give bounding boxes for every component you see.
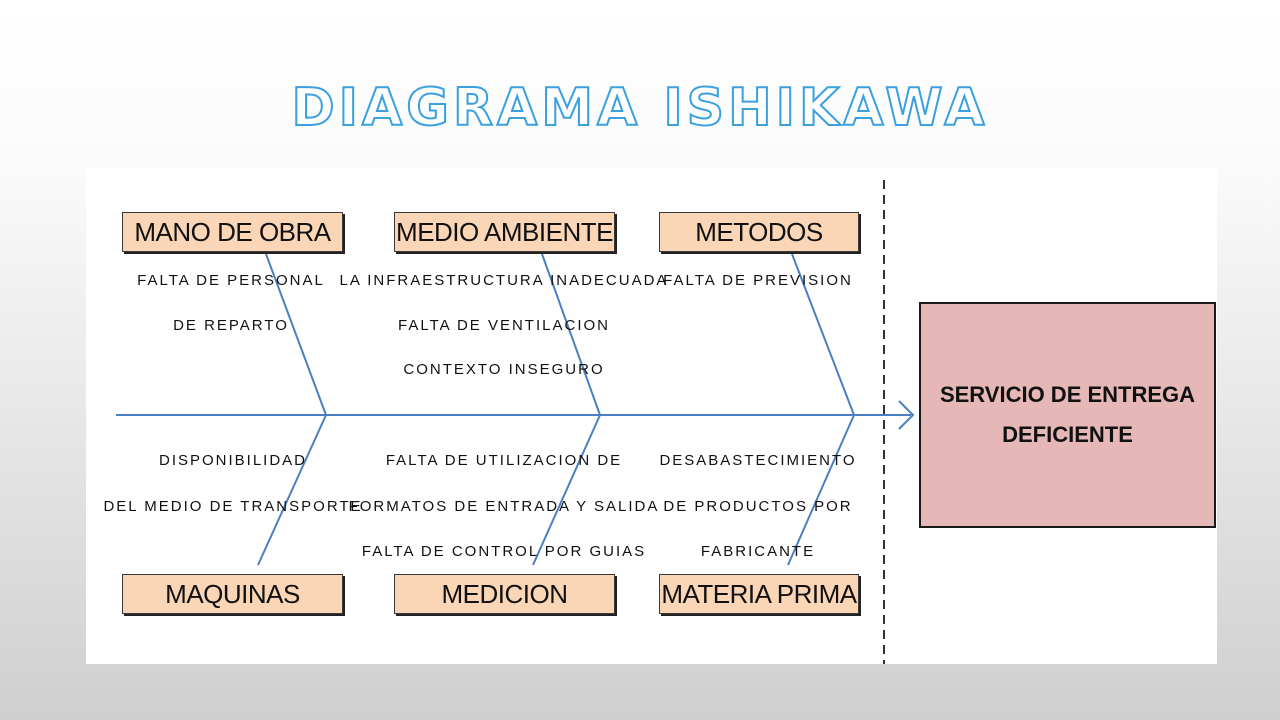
cause-text: DE PRODUCTOS POR [663,498,853,515]
fishbone-lines [116,180,915,664]
category-medicion: MEDICION [394,574,615,614]
spine-arrowhead [898,400,915,430]
cause-text: FALTA DE PERSONAL [137,272,325,289]
category-maquinas: MAQUINAS [122,574,343,614]
cause-text: FALTA DE CONTROL POR GUIAS [361,543,647,560]
cause-text: FALTA DE PREVISION [663,272,853,289]
cause-text: LA INFRAESTRUCTURA INADECUADA [339,272,669,289]
effect-line: DEFICIENTE [1002,422,1133,447]
bone-maquinas [257,414,327,566]
category-medio-ambiente: MEDIO AMBIENTE [394,212,615,252]
bone-mano-de-obra [265,253,327,416]
cause-text: FORMATOS DE ENTRADA Y SALIDA [348,498,660,515]
category-metodos: METODOS [659,212,859,252]
bone-metodos [791,253,855,416]
bone-medicion [532,414,601,566]
cause-text: DESABASTECIMIENTO [659,452,857,469]
diagram-title: DIAGRAMA ISHIKAWA [291,77,989,139]
category-materia-prima: MATERIA PRIMA [659,574,859,614]
effect-box: SERVICIO DE ENTREGA DEFICIENTE [919,302,1216,528]
category-mano-de-obra: MANO DE OBRA [122,212,343,252]
cause-text: CONTEXTO INSEGURO [403,361,605,378]
cause-text: DEL MEDIO DE TRANSPORTE [103,498,363,515]
cause-text: DISPONIBILIDAD [158,452,308,469]
bone-medio-ambiente [541,253,601,416]
cause-text: FALTA DE VENTILACION [398,317,610,334]
cause-text: FALTA DE UTILIZACION DE [385,452,623,469]
effect-line: SERVICIO DE ENTREGA [939,382,1196,407]
bone-materia-prima [787,414,855,566]
cause-text: DE REPARTO [173,317,289,334]
ishikawa-diagram: MANO DE OBRA MEDIO AMBIENTE METODOS MAQU… [86,168,1217,664]
cause-text: FABRICANTE [700,543,816,560]
